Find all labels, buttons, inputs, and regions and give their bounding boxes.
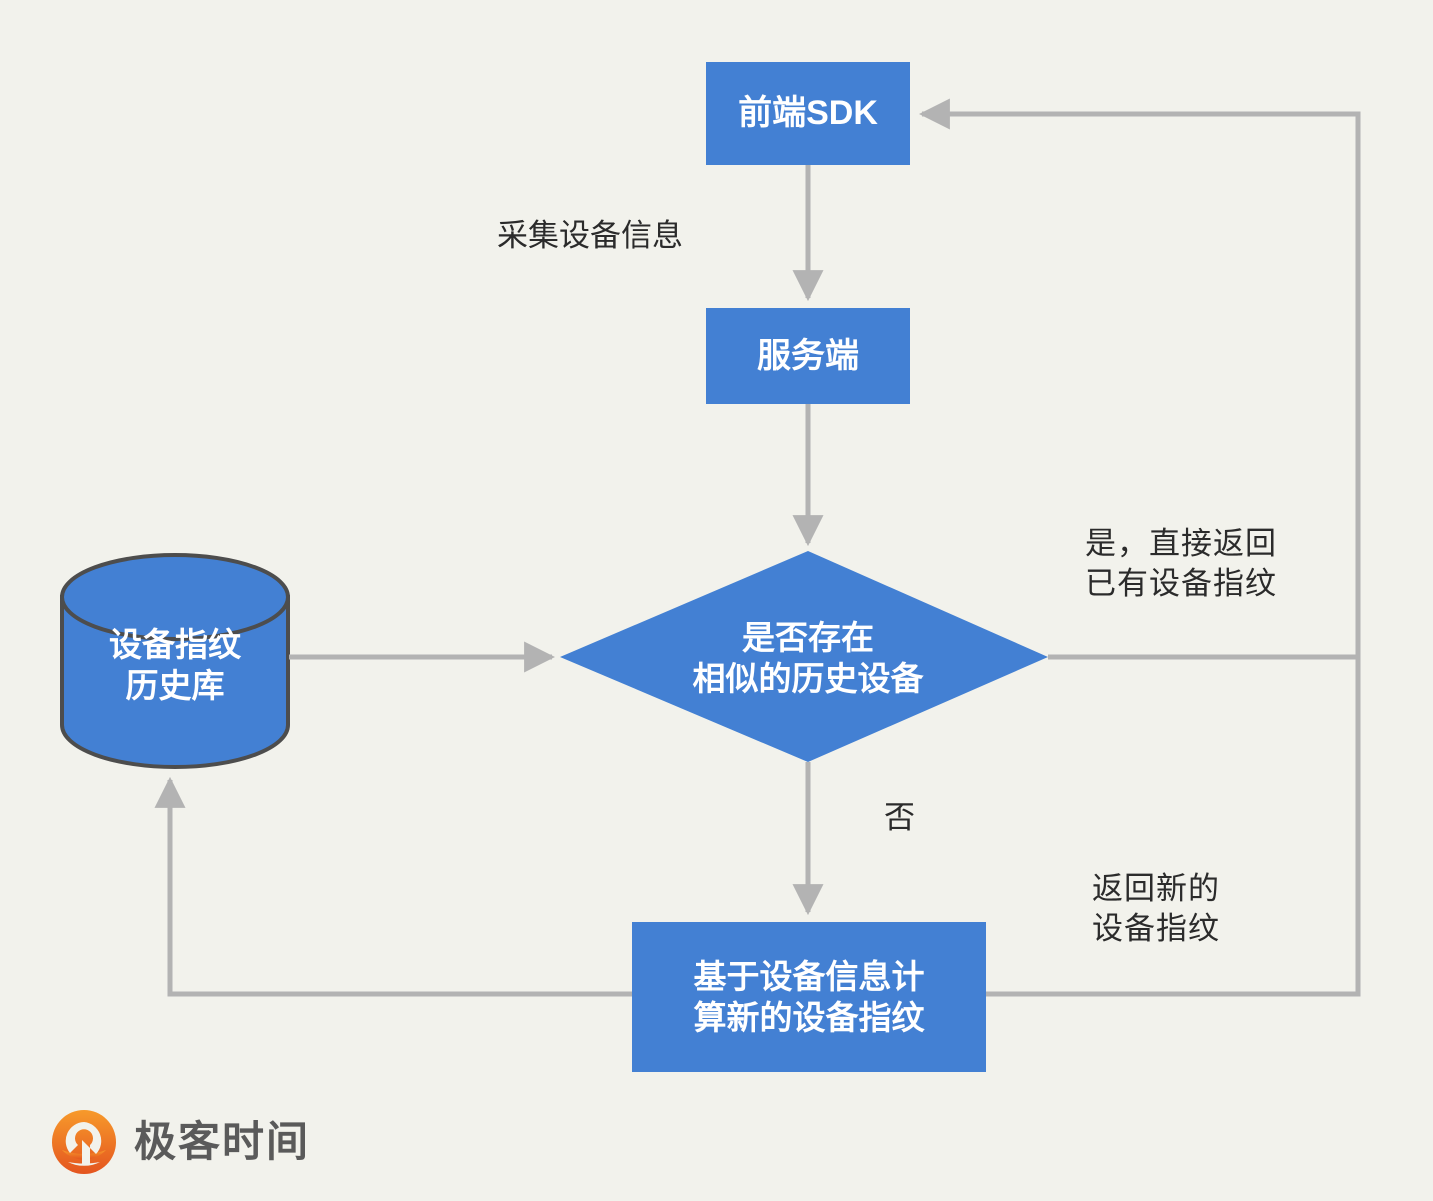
node-shape-compute[interactable] <box>632 922 986 1072</box>
edge-compute-to-database <box>154 776 632 997</box>
brand-logo: 极客时间 <box>52 1110 310 1174</box>
node-shape-database[interactable] <box>60 553 290 769</box>
geektime-teardrop-logo-icon <box>52 1110 116 1174</box>
edge-label-no: 否 <box>884 800 915 835</box>
edge-label-collect-device-info: 采集设备信息 <box>497 218 683 253</box>
edge-compute-to-sdk-return <box>986 657 1361 997</box>
edge-decision-yes-to-sdk <box>918 98 1361 660</box>
node-shape-server[interactable] <box>706 308 910 404</box>
edge-label-yes-return-existing: 是，直接返回 已有设备指纹 <box>1085 526 1277 602</box>
node-shape-frontend-sdk[interactable] <box>706 62 910 165</box>
brand-logo-text: 极客时间 <box>134 1118 311 1165</box>
brand-logo-mark-spacer <box>52 1110 116 1174</box>
node-shape-decision[interactable] <box>560 551 1048 762</box>
edge-label-return-new-fingerprint: 返回新的 设备指纹 <box>1092 871 1220 947</box>
